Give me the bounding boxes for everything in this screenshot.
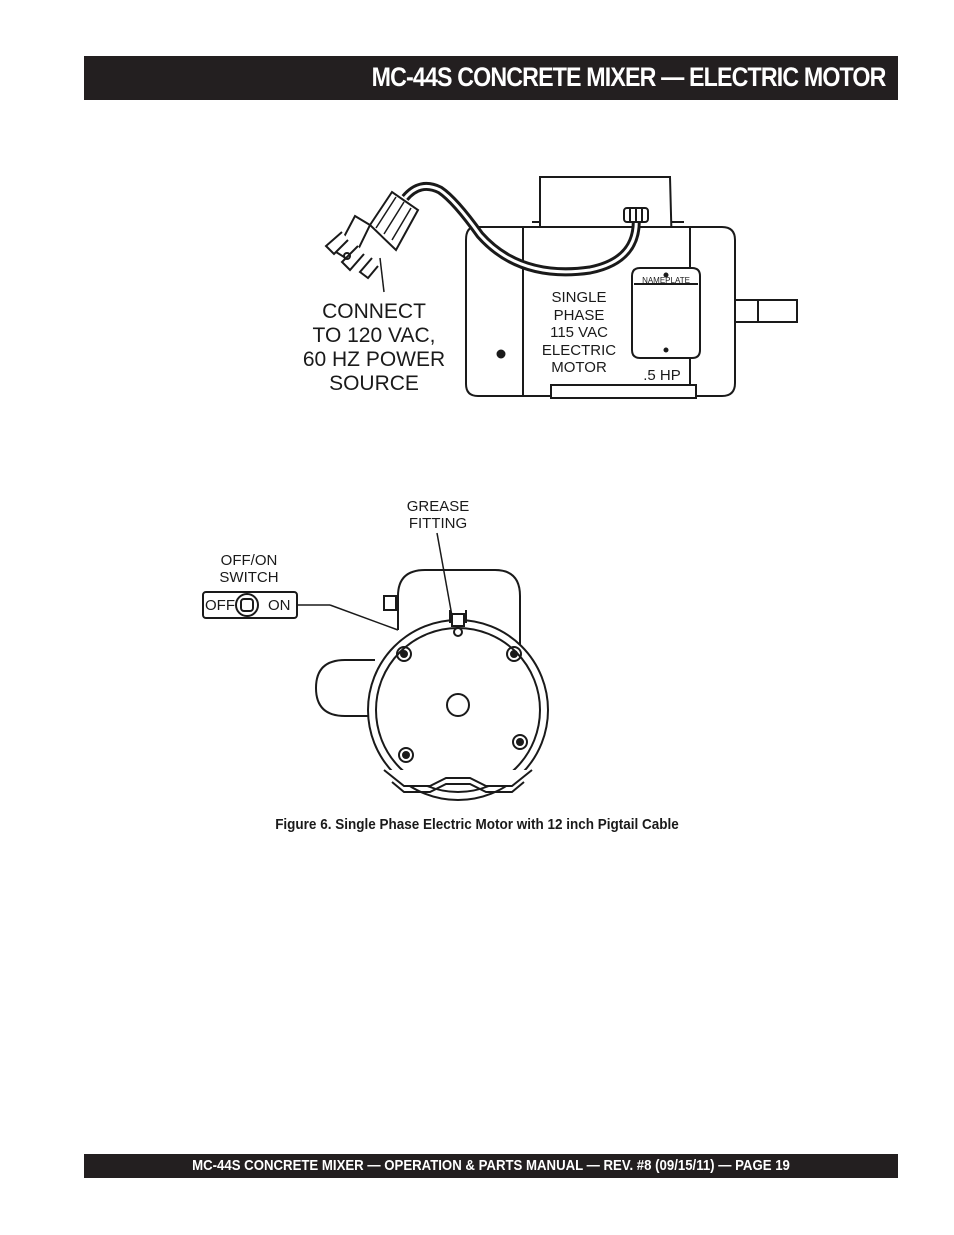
svg-text:TO 120 VAC,: TO 120 VAC, xyxy=(313,324,436,347)
grease-fitting-label: GREASE FITTING xyxy=(407,498,470,532)
switch-on-label: ON xyxy=(268,597,291,614)
motor-spec-label: SINGLE PHASE 115 VAC ELECTRIC MOTOR xyxy=(542,289,616,376)
hp-label: .5 HP xyxy=(643,367,681,384)
svg-text:SOURCE: SOURCE xyxy=(329,372,419,395)
svg-text:SWITCH: SWITCH xyxy=(219,569,278,586)
footer-text: MC-44S CONCRETE MIXER — OPERATION & PART… xyxy=(192,1157,790,1174)
page-title: MC-44S CONCRETE MIXER — ELECTRIC MOTOR xyxy=(372,62,887,92)
motor-side-view xyxy=(324,176,798,399)
svg-text:FITTING: FITTING xyxy=(409,515,467,532)
switch-off-label: OFF xyxy=(205,597,235,614)
svg-text:CONNECT: CONNECT xyxy=(322,300,426,323)
svg-text:ELECTRIC: ELECTRIC xyxy=(542,342,616,359)
svg-text:PHASE: PHASE xyxy=(554,307,605,324)
page-footer: MC-44S CONCRETE MIXER — OPERATION & PART… xyxy=(84,1154,898,1178)
svg-text:OFF/ON: OFF/ON xyxy=(221,552,278,569)
svg-text:SINGLE: SINGLE xyxy=(551,289,606,306)
svg-text:MOTOR: MOTOR xyxy=(551,359,607,376)
svg-text:GREASE: GREASE xyxy=(407,498,470,515)
page-header: MC-44S CONCRETE MIXER — ELECTRIC MOTOR xyxy=(84,56,898,100)
nameplate-label: NAMEPLATE xyxy=(642,276,690,285)
svg-text:60 HZ POWER: 60 HZ POWER xyxy=(303,348,445,371)
svg-text:115 VAC: 115 VAC xyxy=(550,324,608,341)
plug-label: CONNECT TO 120 VAC, 60 HZ POWER SOURCE xyxy=(303,300,445,395)
figure-caption: Figure 6. Single Phase Electric Motor wi… xyxy=(275,816,679,833)
motor-end-view xyxy=(202,532,549,801)
switch-label: OFF/ON SWITCH xyxy=(219,552,278,586)
